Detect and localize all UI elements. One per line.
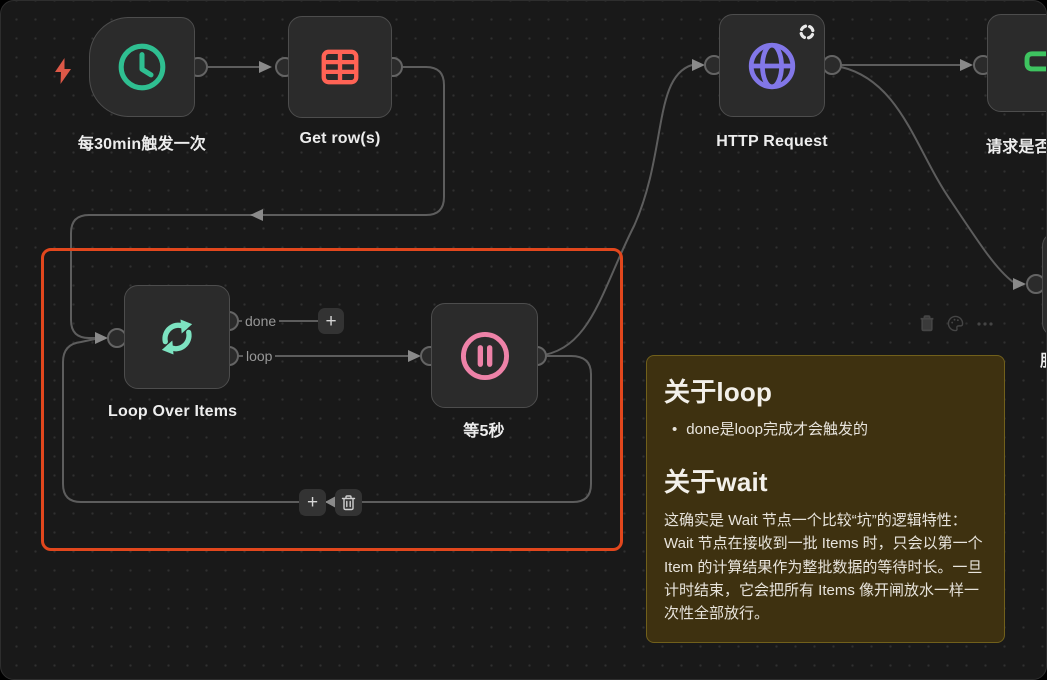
node-label-schedule-trigger: 每30min触发一次 xyxy=(77,136,207,153)
loop-icon xyxy=(161,319,193,355)
node-loop-over-items[interactable] xyxy=(124,285,230,389)
sticky-body-wait: 这确实是 Wait 节点一个比较“坑”的逻辑特性：Wait 节点在接收到一批 I… xyxy=(664,512,983,622)
ellipsis-icon[interactable] xyxy=(976,321,994,327)
pause-icon xyxy=(460,331,509,380)
sticky-note[interactable]: 关于loop • done是loop完成才会触发的 关于wait 这确实是 Wa… xyxy=(646,355,1005,643)
node-schedule-trigger[interactable] xyxy=(89,17,195,117)
bullet-dot: • xyxy=(672,421,678,438)
node-wait[interactable] xyxy=(431,303,538,408)
sticky-bullet-text: done是loop完成才会触发的 xyxy=(686,421,868,438)
add-node-button-loopback[interactable]: + xyxy=(299,489,326,516)
table-icon xyxy=(321,49,359,85)
port-http-output[interactable] xyxy=(822,55,842,75)
node-partial[interactable] xyxy=(1042,232,1046,337)
delete-connection-button[interactable] xyxy=(335,489,362,516)
sticky-toolbar xyxy=(919,315,994,332)
node-get-rows[interactable] xyxy=(288,16,392,118)
sticky-heading-loop: 关于loop xyxy=(664,377,773,407)
node-http-request[interactable] xyxy=(719,14,825,117)
trash-icon xyxy=(341,494,356,510)
node-label-switch: 请求是否 xyxy=(986,139,1047,156)
clock-icon xyxy=(118,43,166,91)
output-label-loop: loop xyxy=(243,348,276,364)
globe-icon xyxy=(748,42,796,89)
trash-icon[interactable] xyxy=(919,315,935,332)
node-label-wait: 等5秒 xyxy=(463,423,505,440)
signpost-icon xyxy=(1024,51,1046,72)
node-label-loop-over-items: Loop Over Items xyxy=(108,403,238,420)
sticky-bullet-loop: • done是loop完成才会触发的 xyxy=(666,419,987,440)
add-node-button-done[interactable]: + xyxy=(318,308,344,334)
node-label-partial: 服 xyxy=(1040,347,1046,371)
sticky-heading-wait: 关于wait xyxy=(664,467,768,497)
sync-status-icon xyxy=(799,24,815,40)
node-label-get-rows: Get row(s) xyxy=(299,130,381,147)
node-label-http-request: HTTP Request xyxy=(716,133,828,150)
lightning-icon xyxy=(55,58,71,84)
palette-icon[interactable] xyxy=(947,315,964,332)
output-label-done: done xyxy=(242,313,280,329)
node-switch[interactable] xyxy=(987,14,1046,112)
